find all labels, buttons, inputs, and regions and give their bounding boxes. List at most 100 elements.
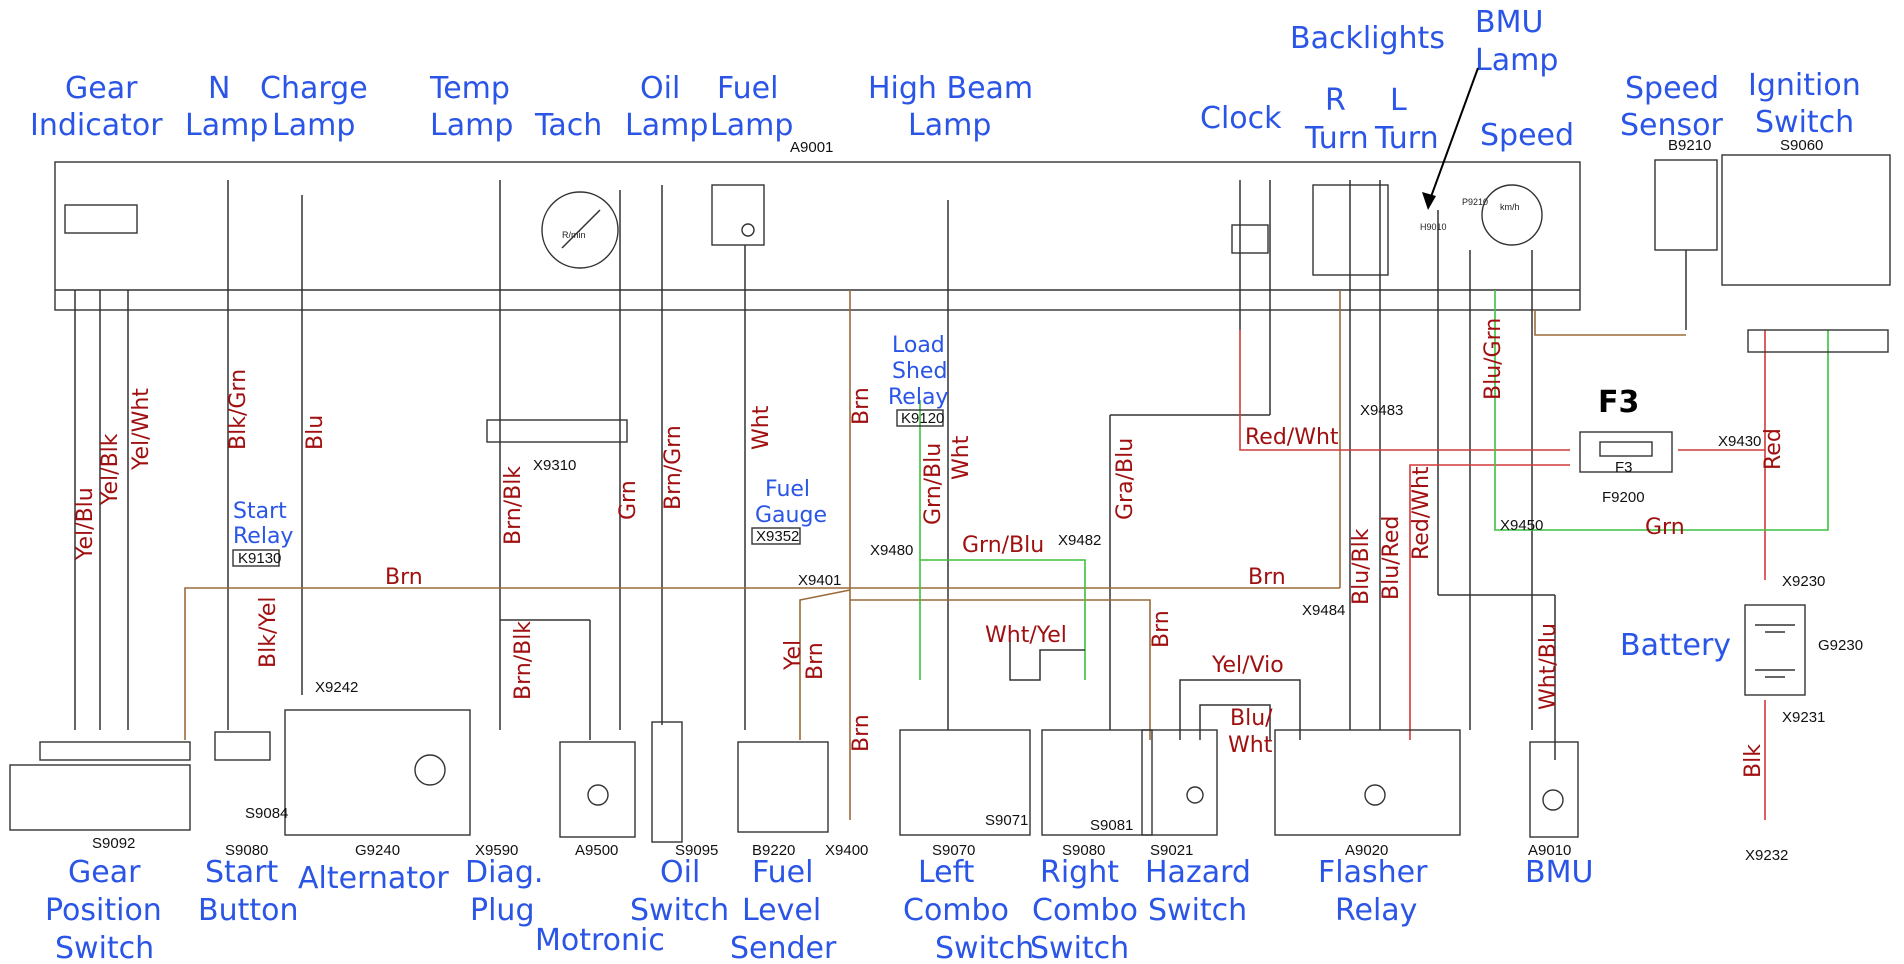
s9081-code: S9081 (1090, 817, 1133, 834)
right-combo-switch-label-1: Right (1040, 855, 1119, 890)
s9095-code: S9095 (675, 842, 718, 859)
x9430-code: X9430 (1718, 433, 1761, 450)
brown-wires (184, 290, 1341, 820)
a9020-code: A9020 (1345, 842, 1388, 859)
f3-label: F3 (1598, 385, 1639, 420)
left-combo-switch-label-1: Left (918, 855, 975, 890)
ignition-connector (1747, 329, 1889, 353)
charge-lamp-label-1: Charge (260, 71, 368, 106)
k9120-code: K9120 (901, 410, 944, 427)
fuel-lamp-bulb (741, 223, 755, 237)
wire-label-brn-lower: Brn (849, 714, 874, 752)
wire-label-brn-left: Brn (385, 565, 423, 590)
wire-label-yel: Yel (781, 640, 806, 671)
x9480-code: X9480 (870, 542, 913, 559)
f9200-code: F9200 (1602, 489, 1645, 506)
start-relay-label-2: Relay (233, 524, 293, 549)
wire-label-red-vert: Red (1761, 428, 1786, 470)
diag-plug-label-1: Diag. (465, 855, 543, 890)
x9482-code: X9482 (1058, 532, 1101, 549)
s9080-right-code: S9080 (1062, 842, 1105, 859)
bmu-lamp-arrow (1427, 67, 1479, 206)
wire-label-wht-right: Wht (949, 435, 974, 480)
yel-vio-wire (1179, 679, 1301, 740)
gear-position-switch-label-3: Switch (55, 931, 154, 964)
x9310-connector (486, 419, 628, 443)
tach-dial-text: R/min (562, 230, 586, 240)
x9450-code: X9450 (1500, 517, 1543, 534)
fuel-lamp-label-2: Lamp (710, 108, 793, 143)
n-lamp-label-1: N (208, 71, 230, 106)
left-combo-switch-label-3: Switch (935, 931, 1034, 964)
speed-sensor-label-2: Sensor (1620, 108, 1723, 143)
wire-label-yel-wht: Yel/Wht (129, 388, 154, 471)
a9010-code: A9010 (1528, 842, 1571, 859)
x9232-code: X9232 (1745, 847, 1788, 864)
fuel-lamp-label-1: Fuel (717, 71, 778, 106)
bmu-lamp-label-1: BMU (1475, 5, 1543, 40)
tach-label: Tach (534, 108, 602, 143)
right-combo-switch-label-3: Switch (1030, 931, 1129, 964)
diag-plug-label-2: Plug (470, 893, 534, 928)
wire-label-yel-vio: Yel/Vio (1211, 653, 1284, 678)
x9484-code: X9484 (1302, 602, 1345, 619)
speed-sensor-box (1654, 159, 1718, 251)
wire-label-blk-yel: Blk/Yel (256, 596, 281, 668)
alternator-label: Alternator (298, 861, 449, 896)
load-shed-relay-label-3: Relay (888, 385, 948, 410)
gear-position-switch-label-2: Position (45, 893, 162, 928)
battery-label: Battery (1620, 628, 1731, 663)
oil-lamp-label-2: Lamp (625, 108, 708, 143)
x9590-code: X9590 (475, 842, 518, 859)
wire-label-brn-mid: Brn (803, 642, 828, 680)
charge-lamp-label-2: Lamp (272, 108, 355, 143)
tach-needle (561, 209, 601, 249)
hazard-switch-label-1: Hazard (1145, 855, 1251, 890)
wire-label-blu-blk: Blu/Blk (1349, 528, 1374, 605)
h9010-code: H9010 (1420, 222, 1447, 232)
s9021-code: S9021 (1150, 842, 1193, 859)
load-shed-relay-label-2: Shed (892, 359, 947, 384)
x9310-code: X9310 (533, 457, 576, 474)
speed-sensor-label-1: Speed (1625, 71, 1719, 106)
start-button-label-1: Start (205, 855, 279, 890)
bottom-components (9, 709, 1579, 843)
wire-label-blk: Blk (1741, 744, 1766, 778)
f3-fuse-code: F3 (1615, 459, 1633, 476)
high-beam-lamp-label-1: High Beam (868, 71, 1033, 106)
wire-label-grn-blu-vert: Grn/Blu (921, 443, 946, 525)
n-lamp-label-2: Lamp (185, 108, 268, 143)
backlights-label: Backlights (1290, 21, 1445, 56)
gear-indicator-label-1: Gear (65, 71, 138, 106)
wire-label-brn-right: Brn (1248, 565, 1286, 590)
wht-yel-wire (1009, 640, 1085, 681)
x9231-code: X9231 (1782, 709, 1825, 726)
flasher-relay-label-1: Flasher (1318, 855, 1428, 890)
a9001-code: A9001 (790, 139, 833, 156)
oil-switch-label-2: Switch (630, 893, 729, 928)
right-combo-switch-label-2: Combo (1032, 893, 1138, 928)
bmu-lamp-label-2: Lamp (1475, 43, 1558, 78)
oil-switch-label-1: Oil (660, 855, 700, 890)
wire-label-brn-blk-lower: Brn/Blk (511, 621, 536, 700)
flasher-relay-label-2: Relay (1335, 893, 1417, 928)
clock-display (1231, 224, 1269, 254)
b9220-code: B9220 (752, 842, 795, 859)
gear-indicator-label-2: Indicator (30, 108, 163, 143)
wire-label-brn-upper: Brn (849, 387, 874, 425)
fuel-gauge-label-2: Gauge (755, 503, 827, 528)
cluster-vertical-wires (74, 180, 1556, 760)
left-combo-switch-label-2: Combo (903, 893, 1009, 928)
speed-sensor-brn-wire (1534, 310, 1686, 336)
temp-lamp-label-2: Lamp (430, 108, 513, 143)
wire-label-blu-red: Blu/Red (1379, 516, 1404, 600)
p9210-code: P9210 (1462, 197, 1488, 207)
r-turn-label-2: Turn (1304, 121, 1369, 156)
wire-label-grn-horiz: Grn (1645, 515, 1685, 540)
ignition-switch-label-1: Ignition (1748, 68, 1861, 103)
wire-label-brn-hazard: Brn (1149, 610, 1174, 648)
wire-label-yel-blk: Yel/Blk (98, 433, 123, 506)
f3-fuse-element (1599, 441, 1653, 457)
ignition-switch-label-2: Switch (1755, 105, 1854, 140)
instrument-cluster-outline (54, 161, 1581, 311)
